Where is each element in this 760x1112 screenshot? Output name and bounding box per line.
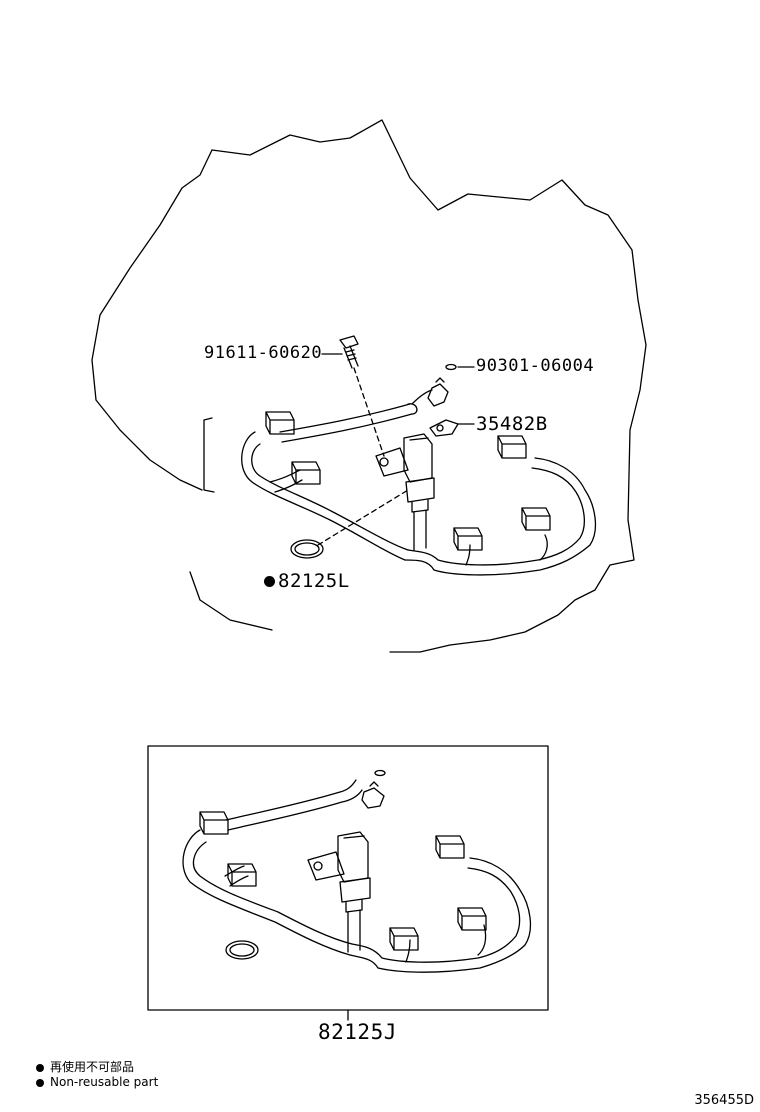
callout-assembly: 82125J (318, 1020, 397, 1044)
callout-bracket: 35482B (476, 413, 548, 435)
install-line-bolt (353, 367, 385, 457)
transmission-case-outline (211, 119, 647, 653)
assembly-box (147, 745, 549, 1011)
speed-sensor-lower (307, 831, 371, 953)
part-number-oring: 82125L (278, 570, 350, 592)
part-number-bracket: 35482B (476, 413, 548, 435)
bolt-upper (339, 335, 359, 369)
black-dot-icon (264, 576, 275, 587)
part-number-assembly: 82125J (318, 1020, 397, 1044)
bracket-upper (429, 419, 459, 437)
callout-clip: 90301-06004 (476, 356, 594, 376)
legend-jp-text: 再使用不可部品 (50, 1060, 135, 1074)
black-dot-icon (36, 1078, 44, 1087)
oring-upper (290, 539, 324, 559)
callout-bolt: 91611-60620 (204, 343, 322, 363)
callout-oring: 82125L (264, 570, 350, 592)
clip-washer-upper (445, 363, 457, 371)
clip-lower (361, 781, 385, 809)
speed-sensor-upper (375, 433, 435, 551)
catalog-number: 356455D (694, 1093, 754, 1108)
transmission-case-flange (189, 417, 273, 631)
install-line-oring (317, 489, 409, 546)
legend-en: Non-reusable part (36, 1075, 158, 1089)
legend-en-text: Non-reusable part (50, 1075, 159, 1089)
transmission-case-outline-left (91, 149, 213, 491)
black-dot-icon (36, 1063, 44, 1072)
oring-lower (225, 940, 259, 960)
harness-connectors-upper (265, 411, 551, 551)
part-number-clip: 90301-06004 (476, 356, 595, 376)
part-number-bolt: 91611-60620 (204, 343, 323, 363)
harness-connectors-lower (199, 811, 487, 951)
clip-washer-lower (374, 769, 386, 777)
clip-upper (427, 377, 449, 407)
wire-harness-upper (241, 389, 597, 576)
legend-jp: 再使用不可部品 (36, 1058, 134, 1075)
wire-harness-lower (182, 779, 532, 973)
